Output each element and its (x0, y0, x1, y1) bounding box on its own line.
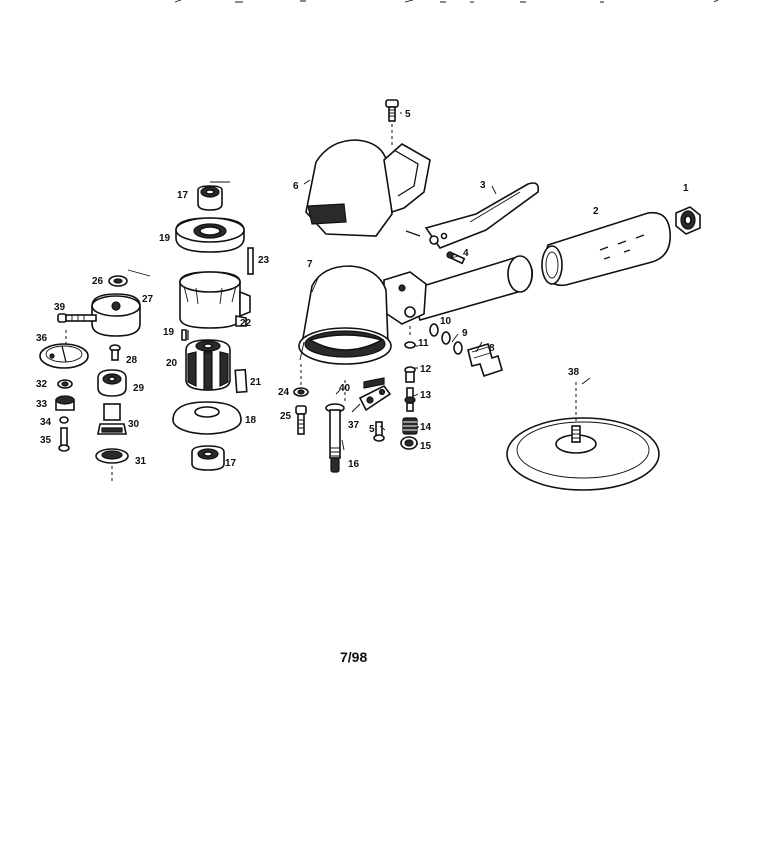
leader-lines (299, 112, 591, 451)
part-labels: 1 2 3 4 5 5 6 7 8 9 10 11 12 13 14 15 16… (36, 109, 689, 470)
top-edge-marks (174, 0, 719, 3)
label-5-lower: 5 (369, 424, 375, 435)
part-4-pin (405, 230, 466, 265)
label-25: 25 (280, 411, 292, 422)
part-14-spring (402, 417, 418, 435)
label-26: 26 (92, 276, 104, 287)
label-21: 21 (250, 377, 262, 388)
part-31-clip (95, 448, 129, 484)
part-18-end-plate (172, 401, 242, 435)
part-15-plug (400, 436, 418, 450)
label-24: 24 (278, 387, 290, 398)
label-9: 9 (462, 328, 468, 339)
part-25-screw (295, 405, 307, 435)
part-27-housing (91, 293, 141, 337)
part-38-backing-pad (506, 382, 660, 491)
label-19-top: 19 (159, 233, 171, 244)
date-code: 7/98 (340, 649, 367, 665)
label-14: 14 (420, 422, 432, 433)
part-12-valve-seat (404, 366, 416, 383)
label-31: 31 (135, 456, 147, 467)
part-10-o-rings (429, 323, 451, 345)
label-32: 32 (36, 379, 48, 390)
label-17-top: 17 (177, 190, 189, 201)
part-24-washer (293, 364, 309, 397)
label-36: 36 (36, 333, 48, 344)
part-3-lever (424, 182, 540, 249)
part-17-bearing-bottom (191, 445, 225, 471)
label-33: 33 (36, 399, 48, 410)
part-6-cover (305, 139, 431, 237)
label-6: 6 (293, 181, 299, 192)
label-35: 35 (40, 435, 52, 446)
label-40: 40 (339, 383, 351, 394)
part-29-bearing (97, 369, 127, 397)
part-39-bolt (57, 313, 97, 323)
label-4: 4 (463, 248, 469, 259)
part-16-shaft (325, 380, 346, 473)
label-2: 2 (593, 206, 599, 217)
part-13-valve-stem (404, 387, 416, 412)
label-12: 12 (420, 364, 432, 375)
label-8: 8 (489, 343, 495, 354)
label-17-bottom: 17 (225, 458, 237, 469)
part-17-bearing-top (197, 181, 230, 211)
part-8-inlet-fitting (467, 343, 503, 378)
part-7-housing (298, 255, 534, 365)
part-22-cylinder (179, 271, 251, 329)
label-7: 7 (307, 259, 313, 270)
label-18: 18 (245, 415, 257, 426)
label-3: 3 (480, 180, 486, 191)
label-1: 1 (683, 183, 689, 194)
label-19-pin: 19 (163, 327, 175, 338)
label-27: 27 (142, 294, 154, 305)
part-23-pin (247, 247, 254, 275)
part-1-nut (675, 206, 701, 235)
label-20: 20 (166, 358, 178, 369)
label-23: 23 (258, 255, 270, 266)
label-38: 38 (568, 367, 580, 378)
part-35-screw (58, 427, 70, 452)
part-2-grip (541, 211, 671, 287)
label-30: 30 (128, 419, 140, 430)
part-34-washer (59, 416, 69, 424)
label-28: 28 (126, 355, 138, 366)
label-29: 29 (133, 383, 145, 394)
part-32-washer (57, 379, 73, 389)
label-22: 22 (240, 318, 252, 329)
part-30-spindle (97, 403, 127, 435)
label-37: 37 (348, 420, 360, 431)
part-9-o-ring (453, 341, 463, 355)
label-11: 11 (418, 338, 429, 349)
part-26-washer (108, 269, 151, 287)
part-5-screw (385, 99, 399, 146)
part-36-cover-plate (39, 330, 89, 369)
part-20-rotor (185, 339, 231, 391)
label-5-top: 5 (405, 109, 411, 120)
label-39: 39 (54, 302, 66, 313)
label-10: 10 (440, 316, 452, 327)
part-33-nut (55, 395, 75, 411)
label-13: 13 (420, 390, 432, 401)
part-19-end-plate (175, 217, 245, 253)
label-16: 16 (348, 459, 360, 470)
part-28-screw (109, 344, 121, 361)
part-37-link (358, 377, 392, 412)
label-34: 34 (40, 417, 52, 428)
part-5-lower-screw (373, 421, 385, 442)
part-19-pin (181, 329, 189, 341)
label-15: 15 (420, 441, 432, 452)
part-21-vane (234, 368, 248, 394)
part-11-washer (404, 326, 416, 349)
